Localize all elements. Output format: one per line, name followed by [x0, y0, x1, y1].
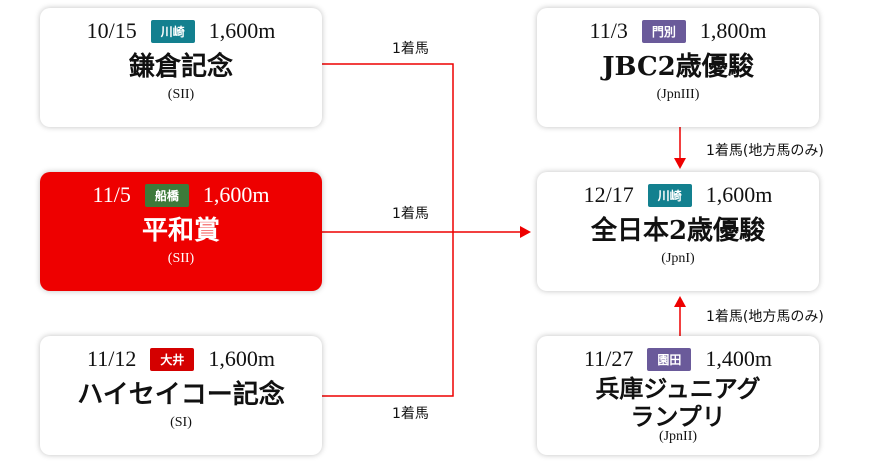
label-winner-3: 1着馬 [392, 406, 429, 422]
arrow-up-icon [674, 296, 686, 307]
race-distance: 1,600m [202, 182, 270, 207]
label-winner-local-2: 1着馬(地方馬のみ) [706, 309, 824, 325]
race-card[interactable]: 11/27 園田 1,400m 兵庫ジュニアグランプリ(JpnII) [537, 336, 819, 455]
race-card[interactable]: 11/5 船橋 1,600m 平和賞 (SII) [40, 172, 322, 291]
race-distance: 1,400m [705, 346, 772, 371]
race-distance: 1,800m [699, 18, 767, 43]
race-date: 11/3 [589, 18, 628, 43]
race-name: JBC2歳優駿 [602, 52, 754, 82]
race-grade: (SII) [167, 251, 195, 266]
race-date: 10/15 [86, 18, 137, 43]
race-grade: (JpnIII) [656, 87, 700, 102]
race-name: 全日本2歳優駿 [590, 216, 766, 246]
race-card[interactable]: 10/15 川崎 1,600m 鎌倉記念 (SII) [40, 8, 322, 127]
arrow-down-icon [674, 158, 686, 169]
race-distance: 1,600m [208, 18, 276, 43]
race-grade: (JpnI) [661, 251, 695, 266]
race-card[interactable]: 12/17 川崎 1,600m 全日本2歳優駿 (JpnI) [537, 172, 819, 291]
race-grade: (SII) [167, 87, 195, 102]
venue-badge: 川崎 [647, 183, 692, 207]
race-name: 鎌倉記念 [128, 52, 233, 82]
venue-badge: 園田 [647, 347, 692, 371]
race-distance: 1,600m [208, 346, 275, 371]
race-name: 兵庫ジュニアグランプリ [595, 374, 761, 431]
arrow-right-icon [520, 226, 531, 238]
venue-badge: 大井 [150, 347, 195, 371]
venue-badge: 門別 [641, 19, 686, 43]
race-name: 平和賞 [141, 216, 220, 246]
race-card[interactable]: 11/12 大井 1,600m ハイセイコー記念 (SI) [40, 336, 322, 455]
label-winner-2: 1着馬 [392, 206, 429, 222]
race-date: 11/27 [584, 346, 634, 371]
label-winner-local-1: 1着馬(地方馬のみ) [706, 143, 824, 159]
label-winner-1: 1着馬 [392, 41, 429, 57]
venue-badge: 船橋 [144, 183, 189, 207]
race-date: 11/12 [87, 346, 137, 371]
race-grade: (JpnII) [658, 429, 698, 444]
race-name: ハイセイコー記念 [77, 380, 285, 410]
race-date: 12/17 [583, 182, 634, 207]
venue-badge: 川崎 [150, 19, 195, 43]
race-date: 11/5 [92, 182, 131, 207]
race-grade: (SI) [170, 415, 192, 430]
race-distance: 1,600m [705, 182, 773, 207]
